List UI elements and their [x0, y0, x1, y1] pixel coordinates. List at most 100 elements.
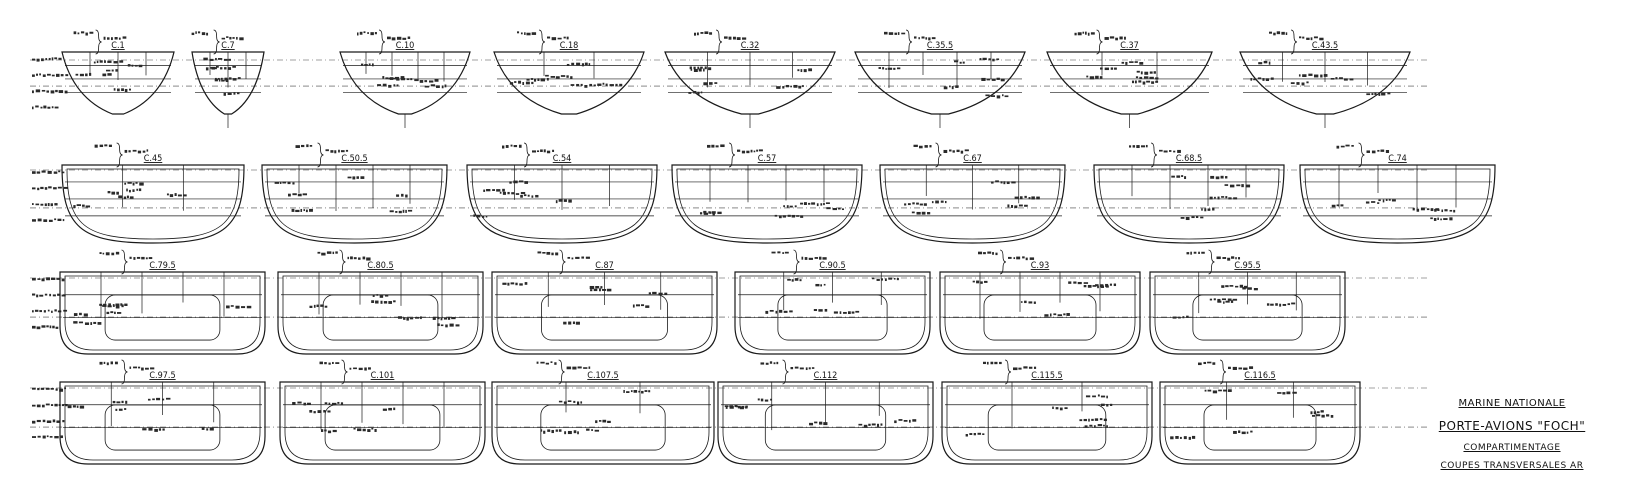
hull-outline	[61, 51, 175, 115]
annotation-scribble	[809, 421, 828, 426]
annotation-scribble	[1209, 196, 1238, 200]
annotation-scribble	[1366, 92, 1391, 96]
annotation-scribble	[1198, 361, 1216, 366]
annotation-scribble	[1430, 217, 1453, 221]
annotation-scribble	[1258, 60, 1271, 65]
annotation-scribble	[595, 419, 611, 424]
annotation-scribble	[309, 410, 331, 414]
annotation-scribble	[147, 397, 171, 401]
annotation-scribble	[1008, 256, 1035, 261]
section-label: C.93	[1031, 261, 1050, 271]
inner-hull	[739, 275, 926, 351]
annotation-scribble	[432, 316, 456, 321]
annotation-scribble	[690, 68, 705, 72]
section-label: C.67	[963, 154, 982, 164]
bracket	[1290, 29, 1298, 55]
annotation-scribble	[126, 188, 142, 193]
annotation-scribble	[292, 401, 311, 406]
annotation-scribble	[191, 31, 209, 36]
annotation-scribble	[67, 405, 85, 409]
annotation-scribble	[776, 84, 804, 89]
annotation-scribble	[1204, 389, 1232, 394]
annotation-scribble	[1079, 418, 1107, 422]
annotation-scribble	[813, 308, 828, 312]
hull-outline	[1093, 164, 1285, 244]
annotation-scribble	[1014, 195, 1040, 200]
annotation-scribble	[1100, 403, 1113, 407]
annotation-scribble	[32, 218, 65, 222]
hangar-outline	[987, 404, 1107, 451]
annotation-scribble	[590, 288, 612, 292]
annotation-scribble	[94, 144, 112, 148]
inner-hull	[722, 385, 929, 461]
section-label: C.115.5	[1031, 371, 1062, 381]
section-view: C.107.5	[491, 359, 715, 465]
annotation-scribble	[288, 193, 308, 197]
annotation-scribble	[1277, 391, 1297, 395]
bracket	[1358, 142, 1365, 168]
annotation-scribble	[320, 429, 337, 434]
bracket	[793, 249, 800, 275]
annotation-scribble	[1216, 256, 1241, 261]
hull-outline	[1046, 51, 1213, 115]
bracket	[999, 249, 1007, 275]
annotation-scribble	[787, 278, 802, 282]
annotation-scribble	[353, 427, 377, 432]
hangar-outline	[1192, 294, 1303, 341]
section-view: C.68.5	[1093, 142, 1285, 244]
annotation-scribble	[555, 199, 572, 204]
annotation-scribble	[833, 310, 860, 315]
section-label: C.35.5	[927, 41, 953, 51]
inner-hull	[1164, 385, 1356, 461]
annotation-scribble	[797, 68, 813, 73]
hull-outline	[279, 381, 486, 465]
annotation-scribble	[274, 181, 295, 185]
annotation-scribble	[1224, 184, 1251, 188]
section-view: C.37	[1046, 29, 1213, 128]
annotation-scribble	[221, 36, 244, 41]
annotation-scribble	[1269, 31, 1288, 36]
section-view: C.1	[61, 29, 175, 115]
annotation-scribble	[703, 211, 715, 216]
annotation-scribble	[483, 188, 505, 192]
annotation-scribble	[223, 92, 240, 96]
annotation-scribble	[127, 64, 143, 68]
annotation-scribble	[517, 31, 537, 36]
annotation-scribble	[397, 316, 422, 321]
annotation-scribble	[1201, 207, 1215, 212]
section-label: C.1	[111, 41, 124, 51]
section-view: C.112	[717, 359, 934, 465]
annotation-scribble	[32, 293, 66, 298]
annotation-scribble	[774, 214, 804, 219]
annotation-scribble	[317, 251, 338, 256]
annotation-scribble	[203, 57, 231, 61]
hull-outline	[671, 164, 863, 244]
annotation-scribble	[1121, 61, 1144, 65]
inner-hull	[64, 385, 261, 461]
annotation-scribble	[509, 180, 529, 184]
annotation-scribble	[724, 405, 748, 410]
view-label: COUPES TRANSVERSALES AR	[1440, 461, 1584, 471]
annotation-scribble	[965, 432, 985, 437]
inner-hull	[1154, 275, 1341, 351]
annotation-scribble	[872, 277, 899, 282]
hull-outline	[734, 271, 931, 355]
annotation-scribble	[540, 429, 562, 434]
annotation-scribble	[112, 400, 128, 404]
annotation-scribble	[1085, 394, 1108, 399]
section-label: C.10	[396, 41, 415, 51]
inner-hull	[496, 385, 710, 461]
inner-hull	[266, 168, 443, 240]
annotation-scribble	[547, 36, 569, 41]
annotation-scribble	[509, 80, 534, 86]
bracket	[121, 359, 128, 385]
hull-outline	[879, 164, 1066, 244]
section-view: C.115.5	[941, 359, 1153, 465]
annotation-scribble	[526, 77, 549, 82]
annotation-scribble	[32, 309, 68, 313]
annotation-scribble	[981, 77, 1005, 82]
bracket	[341, 359, 348, 385]
annotation-scribble	[648, 291, 668, 295]
hull-outline	[491, 381, 715, 465]
annotation-scribble	[878, 67, 901, 70]
